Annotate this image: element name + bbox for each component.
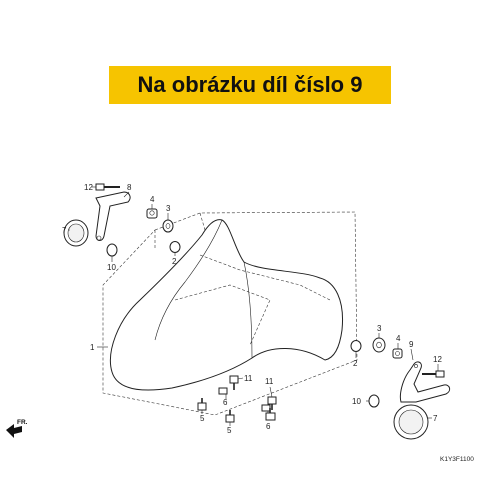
callout-4-right: 4	[396, 334, 401, 343]
left-bracket	[95, 191, 131, 241]
callout-9: 9	[409, 340, 414, 349]
left-reflector	[63, 219, 89, 247]
front-arrow-icon	[6, 424, 22, 438]
part-number-banner: Na obrázku díl číslo 9	[109, 66, 391, 104]
left-nut-2	[169, 241, 181, 253]
callout-10-right: 10	[352, 397, 361, 406]
left-collar-4	[146, 208, 158, 219]
callout-4-left: 4	[150, 195, 155, 204]
callout-2-right: 2	[353, 359, 358, 368]
callout-3-left: 3	[166, 204, 171, 213]
callout-7-right: 7	[433, 414, 438, 423]
callout-7-left: 7	[62, 226, 67, 235]
leader-lines	[69, 186, 439, 426]
callout-12-left: 12	[84, 183, 93, 192]
assembly-outline	[102, 211, 358, 416]
left-nut-10	[106, 243, 118, 257]
callout-1: 1	[90, 343, 95, 352]
callout-12-right: 12	[433, 355, 442, 364]
callout-8: 8	[127, 183, 132, 192]
callout-6-right: 6	[266, 422, 271, 431]
direction-label: FR.	[17, 419, 28, 426]
callouts: 12 8 4 3 7 10 2 1 11 6 5 11 6 5 3 4 9 12…	[62, 183, 442, 435]
right-nut-10	[368, 394, 380, 408]
callout-2-left: 2	[172, 257, 177, 266]
right-bracket-9	[399, 361, 451, 403]
banner-text: Na obrázku díl číslo 9	[137, 72, 363, 97]
front-direction-marker: FR.	[6, 419, 28, 438]
callout-11-right: 11	[265, 377, 274, 386]
callout-5-left: 5	[200, 414, 205, 423]
right-collar-4	[392, 348, 403, 359]
left-bolt-12	[95, 183, 120, 191]
right-bolt-12	[422, 370, 445, 378]
right-grommet-3	[372, 337, 386, 353]
callout-5-right: 5	[227, 426, 232, 435]
right-reflector	[393, 404, 429, 440]
callout-11-left: 11	[244, 374, 253, 383]
callout-6-left: 6	[223, 398, 228, 407]
callout-3-right: 3	[377, 324, 382, 333]
drawing-code: K1Y3F1100	[440, 456, 474, 463]
right-nut-2	[350, 340, 362, 352]
callout-10-left: 10	[107, 263, 116, 272]
front-fender	[109, 219, 344, 391]
left-grommet-3	[162, 219, 174, 233]
